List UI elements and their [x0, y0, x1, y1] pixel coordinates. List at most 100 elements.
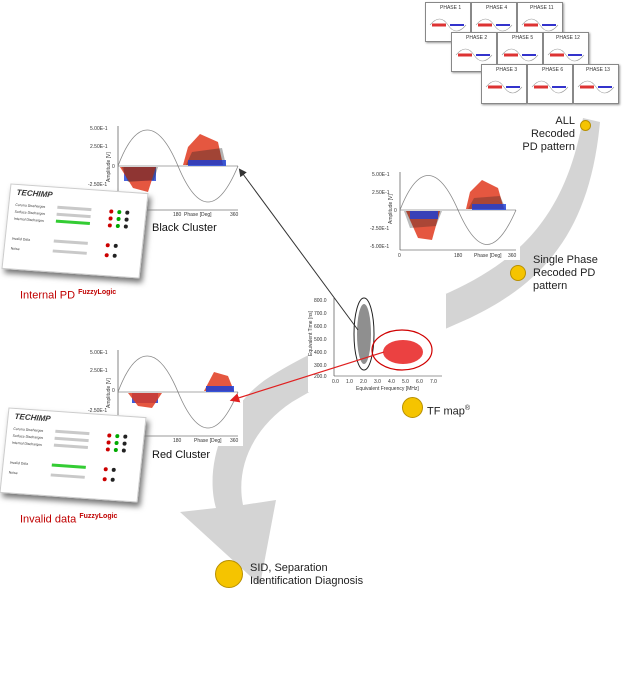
- panel-bar-active: [51, 463, 86, 469]
- indicator-led: [111, 467, 116, 472]
- red-cluster-title: Red Cluster: [152, 449, 211, 461]
- indicator-led: [117, 209, 122, 215]
- indicator-led: [115, 223, 121, 229]
- x-tick: 4.0: [388, 379, 395, 385]
- y-axis-label: Amplitude [V]: [106, 152, 112, 182]
- black-cluster-title: Black Cluster: [152, 222, 217, 234]
- indicator-led: [122, 441, 127, 446]
- y-tick: 2.50E-1: [90, 368, 108, 374]
- thumbnail-phase-3: PHASE 3: [481, 64, 527, 104]
- stage-label-line: PD pattern: [522, 141, 575, 153]
- single-phase-plot: 5.00E-1 2.50E-1 0 -2.50E-1 -5.00E-1 0 18…: [370, 168, 520, 260]
- fuzzy-panel-invalid-data: TECHIMP Corona Discharges Surface Discha…: [0, 407, 147, 503]
- x-axis-label: Phase [Deg]: [474, 253, 502, 259]
- tf-map-label-text: TF map: [427, 405, 465, 418]
- y-tick: 0: [112, 388, 115, 394]
- techimp-logo: TECHIMP: [14, 411, 52, 424]
- stage-label-line: SID, Separation: [250, 562, 328, 574]
- panel-bar: [50, 473, 85, 479]
- fuzzy-panel-internal-pd: TECHIMP Corona Discharges Surface Discha…: [1, 183, 149, 279]
- fuzzy-logic-tag: FuzzyLogic: [79, 513, 118, 520]
- y-tick: -2.50E-1: [88, 408, 107, 414]
- indicator-led: [114, 440, 119, 446]
- x-axis-label: Equivalent Frequency [MHz]: [356, 386, 419, 392]
- x-tick: 360: [230, 438, 239, 444]
- x-tick: 180: [173, 438, 182, 444]
- panel-row-label: Corona Discharges: [15, 202, 46, 209]
- tf-map-registered: ®: [464, 405, 471, 412]
- y-tick: 2.50E-1: [372, 190, 390, 196]
- indicator-led: [116, 216, 121, 222]
- indicator-led: [105, 243, 110, 248]
- x-tick: 180: [454, 253, 463, 259]
- indicator-led: [113, 243, 118, 248]
- panel-row-label: Internal Discharges: [13, 216, 45, 223]
- panel-bar: [53, 443, 89, 450]
- stage-dot-all-patterns: [580, 120, 591, 131]
- stage-dot-sid: [215, 560, 243, 588]
- y-axis-label: Equivalent Time [ns]: [308, 310, 314, 356]
- panel-bar: [52, 249, 87, 255]
- x-tick: 360: [230, 212, 239, 218]
- x-tick: 5.0: [402, 379, 409, 385]
- panel-row-label: Invalid Data: [11, 236, 31, 242]
- indicator-led: [103, 467, 108, 472]
- y-tick: 0: [394, 208, 397, 214]
- y-tick: 0: [112, 164, 115, 170]
- y-tick: 600.0: [314, 324, 327, 330]
- x-tick: 7.0: [430, 379, 437, 385]
- panel-bar: [57, 205, 92, 212]
- thumbnail-phase-6: PHASE 6: [527, 64, 573, 104]
- x-tick: 0.0: [332, 379, 339, 385]
- thumb-title: PHASE 4: [486, 5, 507, 11]
- arrow-to-red-cluster: [229, 351, 385, 403]
- indicator-led: [124, 217, 129, 222]
- result-text: Invalid data: [20, 513, 77, 526]
- x-axis-label: Phase [Deg]: [184, 212, 212, 218]
- thumb-title: PHASE 3: [496, 67, 517, 73]
- panel-row-label: Noise: [8, 470, 18, 476]
- indicator-led: [112, 253, 117, 258]
- x-tick: 1.0: [346, 379, 353, 385]
- stage-label-tf-map: TF map®: [427, 402, 470, 419]
- x-tick: 2.0: [360, 379, 367, 385]
- fuzzy-logic-tag: FuzzyLogic: [78, 289, 117, 296]
- x-axis-label: Phase [Deg]: [194, 438, 222, 444]
- y-tick: 5.00E-1: [90, 126, 108, 132]
- indicator-led: [102, 477, 107, 482]
- panel-bar: [54, 436, 89, 443]
- indicator-led: [108, 216, 113, 221]
- thumb-title: PHASE 1: [440, 5, 461, 11]
- thumb-title: PHASE 5: [512, 35, 533, 41]
- stage-label-line: Recoded PD: [533, 267, 596, 279]
- stage-label-sid: SID, Separation Identification Diagnosis: [250, 562, 390, 588]
- indicator-led: [107, 433, 112, 438]
- internal-pd-result: Internal PD FuzzyLogic: [20, 289, 116, 302]
- x-tick: 360: [508, 253, 517, 259]
- stage-label-single-phase: Single Phase Recoded PD pattern: [533, 254, 623, 293]
- panel-row-label: Corona Discharges: [13, 426, 44, 433]
- y-tick: 2.50E-1: [90, 144, 108, 150]
- thumb-title: PHASE 2: [466, 35, 487, 41]
- stage-label-line: Single Phase: [533, 254, 598, 266]
- panel-row-label: Surface Discharges: [12, 433, 44, 440]
- techimp-logo: TECHIMP: [16, 187, 54, 200]
- y-tick: -2.50E-1: [370, 226, 389, 232]
- stage-dot-single-phase: [510, 265, 526, 281]
- indicator-led: [107, 223, 113, 228]
- y-tick: 5.00E-1: [372, 172, 390, 178]
- panel-bar: [53, 239, 88, 245]
- y-axis-label: Amplitude [V]: [388, 194, 394, 224]
- y-tick: 300.0: [314, 363, 327, 369]
- arrow-to-black-cluster: [238, 168, 359, 331]
- y-tick: 400.0: [314, 350, 327, 356]
- indicator-led: [110, 477, 115, 482]
- tf-map-plot: 800.0 700.0 600.0 500.0 400.0 300.0 200.…: [308, 294, 446, 392]
- indicator-led: [113, 447, 119, 453]
- x-tick: 3.0: [374, 379, 381, 385]
- panel-bar: [55, 429, 90, 436]
- indicator-led: [105, 447, 111, 452]
- invalid-data-result: Invalid data FuzzyLogic: [20, 513, 117, 526]
- x-tick: 180: [173, 212, 182, 218]
